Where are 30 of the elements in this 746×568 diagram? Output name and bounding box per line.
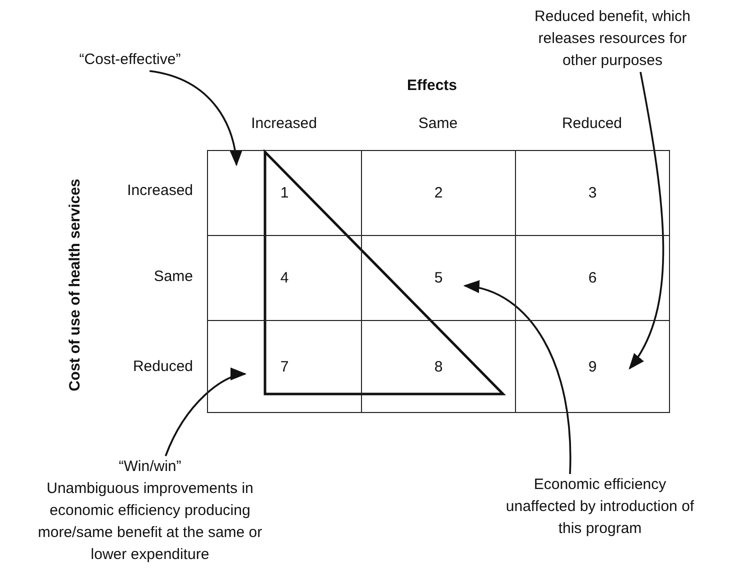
callout-text: “Cost-effective” — [78, 50, 182, 70]
callout-text: Economic efficiency unaffected by introduction of this program — [504, 475, 696, 539]
row-header: Increased — [126, 182, 193, 199]
cell-number: 6 — [588, 270, 597, 286]
cell-number: 9 — [588, 358, 597, 375]
column-header: Increased — [250, 115, 318, 132]
axis-title: Cost of use of health services — [66, 178, 84, 392]
cell-number: 1 — [280, 184, 289, 202]
cell-number: 5 — [434, 270, 443, 286]
leader-arrow — [149, 70, 242, 166]
table-cell — [515, 150, 670, 236]
leader-arrow — [463, 282, 572, 474]
row-header: Reduced — [132, 358, 193, 375]
cell-number: 2 — [434, 184, 443, 202]
cell-number: 4 — [280, 270, 289, 286]
column-header: Same — [417, 115, 459, 132]
row-header: Same — [152, 268, 193, 285]
column-header: Reduced — [560, 115, 624, 132]
table-cell — [207, 150, 362, 236]
table-cell — [207, 320, 362, 413]
callout-text: Unambiguous improvements in economic efficiency producing more/same benefit at the same or lower expenditure — [36, 479, 264, 565]
leader-arrow — [164, 369, 247, 456]
cell-number: 8 — [434, 358, 443, 375]
callout-text: “Win/win” — [118, 457, 182, 477]
cell-number: 7 — [280, 358, 289, 375]
callout-text: Reduced benefit, which releases resources for other purposes — [534, 7, 692, 71]
axis-title: Effects — [406, 77, 458, 94]
cell-number: 3 — [588, 184, 597, 202]
table-cell — [515, 320, 670, 413]
leader-arrow — [628, 72, 664, 370]
